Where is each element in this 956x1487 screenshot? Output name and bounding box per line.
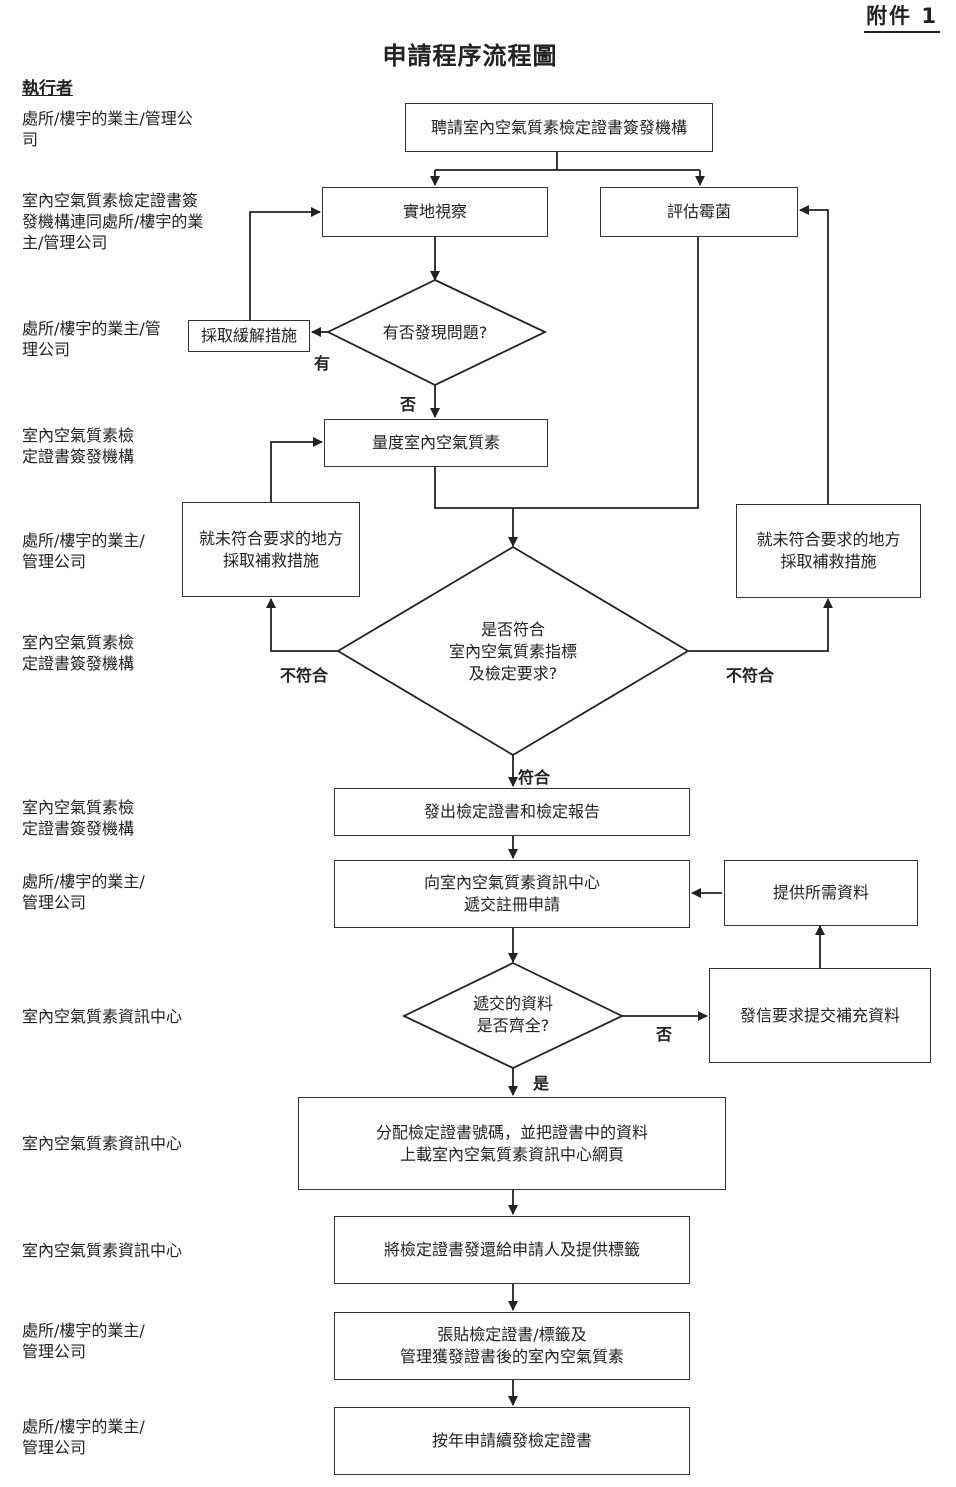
actor-label-line: 定證書簽發機構 xyxy=(22,447,135,466)
node-text-line: 聘請室內空氣質素檢定證書簽發機構 xyxy=(430,117,687,137)
renew-cert-box: 按年申請續發檢定證書 xyxy=(334,1407,690,1475)
actor-label-line: 室內空氣質素檢 xyxy=(22,633,135,652)
display-cert-box: 張貼檢定證書/標籤及管理獲發證書後的室內空氣質素 xyxy=(334,1312,690,1380)
actor-label-line: 室內空氣質素資訊中心 xyxy=(22,1241,183,1260)
meets-criteria-text: 是否符合室內空氣質素指標及檢定要求? xyxy=(400,616,626,688)
actor-label: 處所/樓宇的業主/管理公司 xyxy=(22,318,161,360)
assess-mould-box: 評估霉菌 xyxy=(600,187,798,237)
annex-label: 附件 1 xyxy=(864,0,940,33)
return-cert-box: 將檢定證書發還給申請人及提供標籤 xyxy=(334,1216,690,1284)
remedy-left-box: 就未符合要求的地方採取補救措施 xyxy=(182,502,360,597)
submit-registration-box: 向室內空氣質素資訊中心遞交註冊申請 xyxy=(334,860,690,928)
actor-label: 室內空氣質素資訊中心 xyxy=(22,1133,182,1154)
actor-label: 處所/樓宇的業主/管理公司 xyxy=(22,1416,145,1458)
label-yes-problem: 有 xyxy=(314,354,331,373)
node-text-line: 向室內空氣質素資訊中心 xyxy=(423,873,600,892)
problem-found-text: 有否發現問題? xyxy=(350,316,520,350)
request-more-box: 發信要求提交補充資料 xyxy=(709,968,931,1063)
actor-label: 處所/樓宇的業主/管理公司 xyxy=(22,108,193,150)
actor-label-line: 處所/樓宇的業主/ xyxy=(22,531,145,550)
label-pass: 符合 xyxy=(518,768,551,787)
node-text-line: 採取緩解措施 xyxy=(200,326,297,345)
node-text-line: 量度室內空氣質素 xyxy=(371,433,500,452)
provide-info-box: 提供所需資料 xyxy=(724,860,918,926)
actor-label-line: 室內空氣質素資訊中心 xyxy=(22,1007,183,1026)
node-text-line: 將檢定證書發還給申請人及提供標籤 xyxy=(383,1240,640,1259)
node-text-line: 提供所需資料 xyxy=(772,883,869,902)
actor-label: 處所/樓宇的業主/管理公司 xyxy=(22,530,145,572)
actor-label-line: 處所/樓宇的業主/管 xyxy=(22,319,161,338)
node-text-line: 評估霉菌 xyxy=(666,202,731,221)
actor-label: 室內空氣質素資訊中心 xyxy=(22,1006,182,1027)
diamond-meets-criteria xyxy=(336,545,690,757)
label-no-problem: 否 xyxy=(400,395,417,414)
actor-label-line: 室內空氣質素資訊中心 xyxy=(22,1134,183,1153)
actor-label-line: 司 xyxy=(22,130,39,149)
node-text-line: 室內空氣質素指標 xyxy=(448,642,577,661)
node-text-line: 是否符合 xyxy=(480,620,545,639)
actor-label-line: 定證書簽發機構 xyxy=(22,654,135,673)
assign-number-box: 分配檢定證書號碼，並把證書中的資料上載室內空氣質素資訊中心網頁 xyxy=(298,1097,726,1190)
node-text-line: 是否齊全? xyxy=(476,1016,550,1035)
node-text-line: 實地視察 xyxy=(402,202,467,221)
actor-label-line: 管理公司 xyxy=(22,1342,87,1361)
node-text-line: 有否發現問題? xyxy=(382,323,488,342)
node-text-line: 發出檢定證書和檢定報告 xyxy=(423,802,600,821)
node-text-line: 管理獲發證書後的室內空氣質素 xyxy=(399,1347,624,1366)
actor-label: 室內空氣質素檢定證書簽發機構連同處所/樓宇的業主/管理公司 xyxy=(22,190,203,253)
node-text-line: 上載室內空氣質素資訊中心網頁 xyxy=(399,1144,624,1164)
node-text-line: 及檢定要求? xyxy=(468,664,558,683)
actor-label-line: 主/管理公司 xyxy=(22,233,108,252)
actor-label-line: 室內空氣質素檢 xyxy=(22,426,135,445)
mitigation-box: 採取緩解措施 xyxy=(188,320,310,352)
measure-iaq-box: 量度室內空氣質素 xyxy=(324,419,548,467)
diamond-problem-found xyxy=(325,279,548,387)
actor-label: 室內空氣質素檢定證書簽發機構 xyxy=(22,632,134,674)
actor-label: 處所/樓宇的業主/管理公司 xyxy=(22,871,145,913)
label-complete: 是 xyxy=(533,1074,550,1093)
node-text-line: 就未符合要求的地方 xyxy=(756,530,901,549)
actor-label-line: 管理公司 xyxy=(22,552,87,571)
actor-label-line: 室內空氣質素檢定證書簽 xyxy=(22,191,199,210)
node-text-line: 就未符合要求的地方 xyxy=(198,528,343,548)
actor-label-line: 處所/樓宇的業主/ xyxy=(22,1321,145,1340)
node-text-line: 分配檢定證書號碼，並把證書中的資料 xyxy=(375,1122,648,1142)
remedy-right-box: 就未符合要求的地方採取補救措施 xyxy=(736,504,921,598)
actor-label-line: 發機構連同處所/樓宇的業 xyxy=(22,212,204,231)
actor-label: 處所/樓宇的業主/管理公司 xyxy=(22,1320,145,1362)
actor-label: 室內空氣質素檢定證書簽發機構 xyxy=(22,425,134,467)
node-text-line: 遞交的資料 xyxy=(472,994,553,1013)
label-incomplete: 否 xyxy=(656,1025,673,1044)
node-text-line: 採取補救措施 xyxy=(222,550,319,570)
complete-check-text: 遞交的資料是否齊全? xyxy=(430,990,596,1040)
diamond-complete-check xyxy=(401,961,625,1069)
actor-label: 室內空氣質素資訊中心 xyxy=(22,1240,182,1261)
actor-label-line: 室內空氣質素檢 xyxy=(22,798,135,817)
label-fail-left: 不符合 xyxy=(280,666,329,685)
node-text-line: 採取補救措施 xyxy=(780,552,877,571)
site-visit-box: 實地視察 xyxy=(322,187,548,237)
actor-label-line: 定證書簽發機構 xyxy=(22,819,135,838)
engage-issuing-body-box: 聘請室內空氣質素檢定證書簽發機構 xyxy=(405,103,713,152)
node-text-line: 遞交註冊申請 xyxy=(463,895,560,914)
node-text-line: 發信要求提交補充資料 xyxy=(739,1005,900,1025)
actor-label-line: 處所/樓宇的業主/ xyxy=(22,1417,145,1436)
actor-label-line: 處所/樓宇的業主/管理公 xyxy=(22,109,193,128)
actor-label: 室內空氣質素檢定證書簽發機構 xyxy=(22,797,134,839)
issue-cert-box: 發出檢定證書和檢定報告 xyxy=(334,788,690,836)
actor-label-line: 管理公司 xyxy=(22,1438,87,1457)
executor-heading: 執行者 xyxy=(22,79,73,99)
actor-label-line: 管理公司 xyxy=(22,893,87,912)
actor-label-line: 理公司 xyxy=(22,340,71,359)
node-text-line: 按年申請續發檢定證書 xyxy=(431,1431,592,1450)
actor-label-line: 處所/樓宇的業主/ xyxy=(22,872,145,891)
label-fail-right: 不符合 xyxy=(726,666,775,685)
page-title: 申請程序流程圖 xyxy=(382,42,558,70)
node-text-line: 張貼檢定證書/標籤及 xyxy=(437,1325,587,1344)
